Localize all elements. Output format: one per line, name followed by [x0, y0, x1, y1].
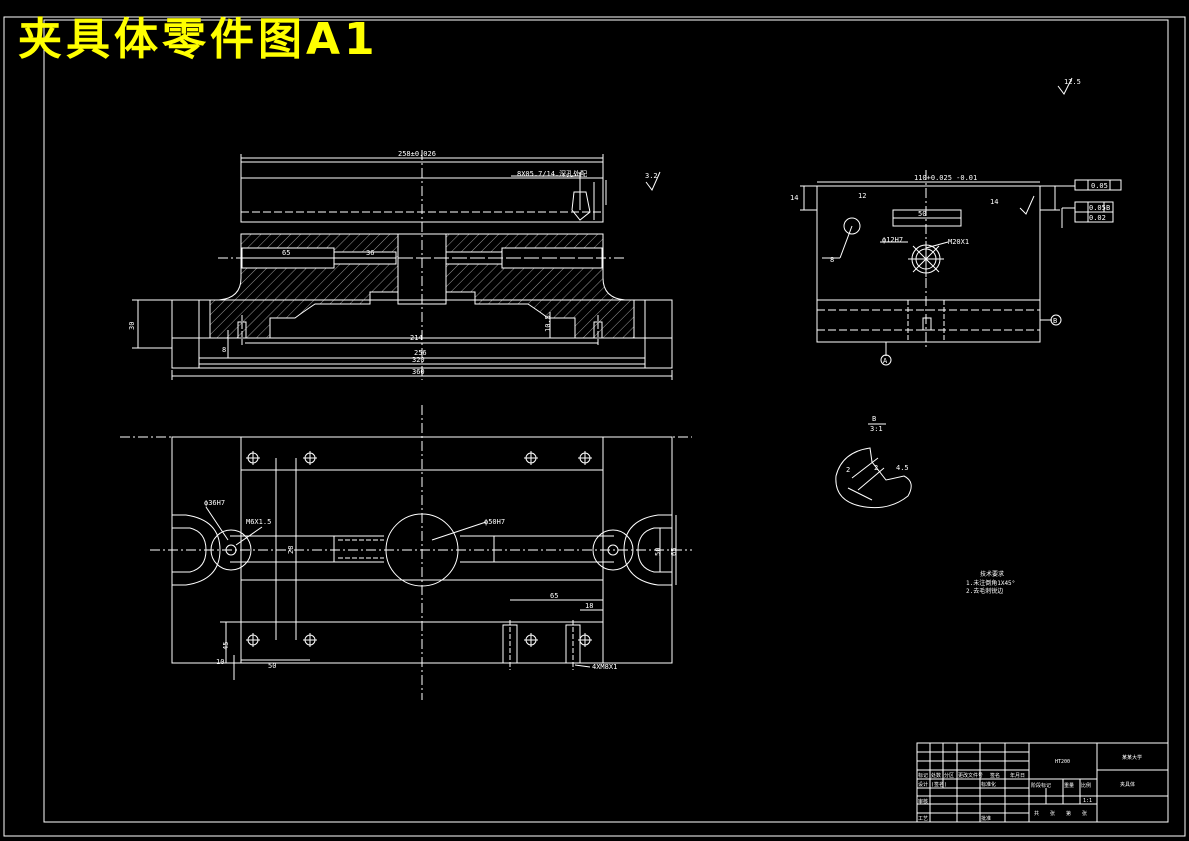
- tb-stage: 阶段标记: [1031, 782, 1051, 789]
- dim-ang: 12: [858, 192, 866, 200]
- datum-a-label: A: [883, 357, 888, 365]
- datum-a-marker: [880, 354, 892, 366]
- dim-bottom-m: 50: [268, 662, 276, 670]
- dim-right-small: 10.5: [544, 315, 552, 332]
- dim-right-w: 65: [550, 592, 558, 600]
- tb-sign: 签名: [990, 772, 1000, 779]
- detail-b-d1: 2: [846, 466, 850, 474]
- front-view: [132, 150, 673, 380]
- datum-b-marker: [1050, 314, 1062, 326]
- technical-notes: 技术要求 1.未注倒角1X45° 2.去毛刺锐边: [966, 570, 1015, 595]
- dim-width-tol: 110+0.025 -0.01: [914, 174, 977, 182]
- notes-heading: 技术要求: [980, 570, 1004, 578]
- tb-date: 年月日: [1010, 772, 1025, 779]
- tb-material: HT200: [1055, 759, 1070, 765]
- tol-value-2: 0.05: [1089, 204, 1106, 212]
- tb-count: 处数: [931, 772, 941, 779]
- tb-design-sign: (签名): [931, 781, 947, 788]
- dim-left-hole: ϕ36H7: [204, 499, 225, 507]
- notes-line-1: 1.未注倒角1X45°: [966, 579, 1015, 587]
- dim-right-h2: 65: [670, 548, 678, 556]
- dim-inner: 214: [410, 334, 423, 342]
- tb-scale-value: 1:1: [1083, 798, 1092, 804]
- detail-b-scale: 3:1: [870, 425, 883, 433]
- page-title: 夹具体零件图A1: [18, 14, 379, 65]
- dim-thread-bottom: 4XM8X1: [592, 663, 617, 671]
- dim-center-bore: ϕ50H7: [484, 518, 505, 526]
- title-block: [916, 742, 1169, 823]
- tb-change: 更改文件号: [958, 772, 983, 779]
- detail-b-d3: 4.5: [896, 464, 909, 472]
- tb-sheet-unit-1: 张: [1050, 810, 1055, 817]
- dim-v: 28: [287, 546, 295, 554]
- dim-left-bore: 65: [282, 249, 290, 257]
- note-top: 8X05.7/14.深孔处配: [517, 169, 587, 178]
- tb-sheet-no: 第: [1066, 810, 1071, 817]
- detail-b-d2: 2: [874, 464, 878, 472]
- dim-thread: M20X1: [948, 238, 969, 246]
- tb-approve: 批准: [981, 815, 991, 822]
- tb-part-name: 夹具体: [1120, 781, 1135, 788]
- dim-r: 8: [830, 256, 834, 264]
- datum-b-label: B: [1053, 317, 1057, 325]
- tb-zone: 分区: [944, 772, 954, 779]
- dim-height: 30: [128, 322, 136, 330]
- tb-weight: 重量: [1064, 782, 1074, 789]
- dim-top-width: 258±0.026: [398, 150, 436, 158]
- roughness-front: 3.2: [645, 172, 658, 180]
- notes-line-2: 2.去毛刺锐边: [966, 587, 1003, 595]
- dim-mid: 256: [414, 349, 427, 357]
- side-view: [800, 170, 1122, 356]
- datum-ref-b: B: [1106, 204, 1110, 212]
- plan-view-dims: ϕ36H7 M6X1.5 ϕ50H7 28 65 18 50 65 10 50 …: [204, 499, 678, 671]
- tol-value-3: 0.02: [1089, 214, 1106, 222]
- tb-design: 设计: [918, 781, 928, 788]
- tb-review: 审核: [918, 798, 928, 805]
- detail-b: [835, 423, 912, 509]
- dim-right-h1: 50: [654, 548, 662, 556]
- front-view-dims: 258±0.026 65 36 214 256 320 360 30 8 10.…: [128, 150, 658, 376]
- dim-outer: 320: [412, 356, 425, 364]
- dim-left-v: 45: [222, 642, 230, 650]
- title-block-text: 标记 处数 分区 更改文件号 签名 年月日 设计 (签名) 标准化 审核 工艺 …: [918, 754, 1142, 822]
- tb-school: 某某大学: [1122, 754, 1142, 761]
- tb-standard: 标准化: [981, 781, 996, 788]
- tb-sheet-unit-2: 张: [1082, 810, 1087, 817]
- dim-center-bore: 36: [366, 249, 374, 257]
- dim-left-h: 14: [790, 194, 798, 202]
- plan-view: [120, 405, 692, 700]
- tb-mark: 标记: [918, 772, 928, 779]
- tb-sheet-total: 共: [1034, 810, 1039, 817]
- roughness-top: 12.5: [1064, 78, 1081, 86]
- dim-left-small: 8: [222, 346, 226, 354]
- tb-process: 工艺: [918, 816, 928, 822]
- side-view-dims: 110+0.025 -0.01 50 ϕ12H7 M20X1 14 14 12 …: [790, 78, 1110, 264]
- dim-slot: 50: [918, 210, 926, 218]
- inner-frame: [43, 19, 1169, 823]
- dim-right-h: 14: [990, 198, 998, 206]
- roughness-symbol-top: [1057, 77, 1073, 95]
- roughness-symbol-side: [1019, 195, 1035, 215]
- tol-value-1: 0.05: [1091, 182, 1108, 190]
- roughness-symbol-front: [645, 171, 661, 191]
- dim-overall: 360: [412, 368, 425, 376]
- detail-b-dims: B 3:1 2 2 4.5: [846, 415, 909, 474]
- dim-right-small: 18: [585, 602, 593, 610]
- tb-ratio: 比例: [1081, 782, 1091, 789]
- dim-bottom-l: 10: [216, 658, 224, 666]
- dim-thread-left: M6X1.5: [246, 518, 271, 526]
- dim-bore: ϕ12H7: [882, 236, 903, 244]
- outer-frame: [3, 16, 1186, 837]
- detail-b-label: B: [872, 415, 876, 423]
